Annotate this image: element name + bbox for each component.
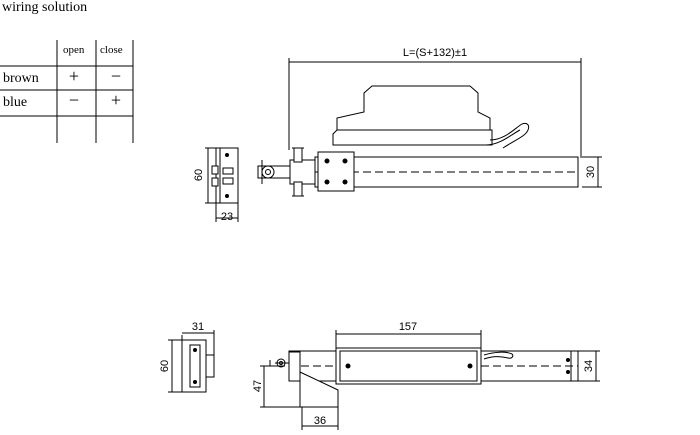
bottom-end-width-label: 31 xyxy=(192,321,204,333)
brown-open-symbol: + xyxy=(68,66,80,86)
blue-close-symbol: + xyxy=(110,90,122,110)
table-header-close: close xyxy=(100,44,123,56)
top-view-actuator xyxy=(257,58,602,197)
top-length-label: L=(S+132)±1 xyxy=(403,47,467,59)
top-height-label: 30 xyxy=(585,166,597,178)
bottom-height-label: 34 xyxy=(583,360,595,372)
top-end-view xyxy=(205,147,239,222)
table-header-open: open xyxy=(63,44,85,56)
top-end-width-label: 23 xyxy=(221,211,233,223)
bottom-bracket-width-label: 36 xyxy=(314,415,326,427)
top-end-height-label: 60 xyxy=(193,169,205,181)
table-row-label-blue: blue xyxy=(3,95,28,110)
bottom-end-view xyxy=(168,330,215,393)
bottom-bracket-offset-label: 47 xyxy=(252,380,264,392)
bottom-motor-length-label: 157 xyxy=(399,321,417,333)
diagram-title: wiring solution xyxy=(2,0,88,15)
wiring-table-grid xyxy=(0,40,134,143)
bottom-view-actuator xyxy=(260,330,600,430)
brown-close-symbol: − xyxy=(110,66,122,86)
table-row-label-brown: brown xyxy=(3,71,39,86)
bottom-end-height-label: 60 xyxy=(159,360,171,372)
blue-open-symbol: − xyxy=(68,90,80,110)
